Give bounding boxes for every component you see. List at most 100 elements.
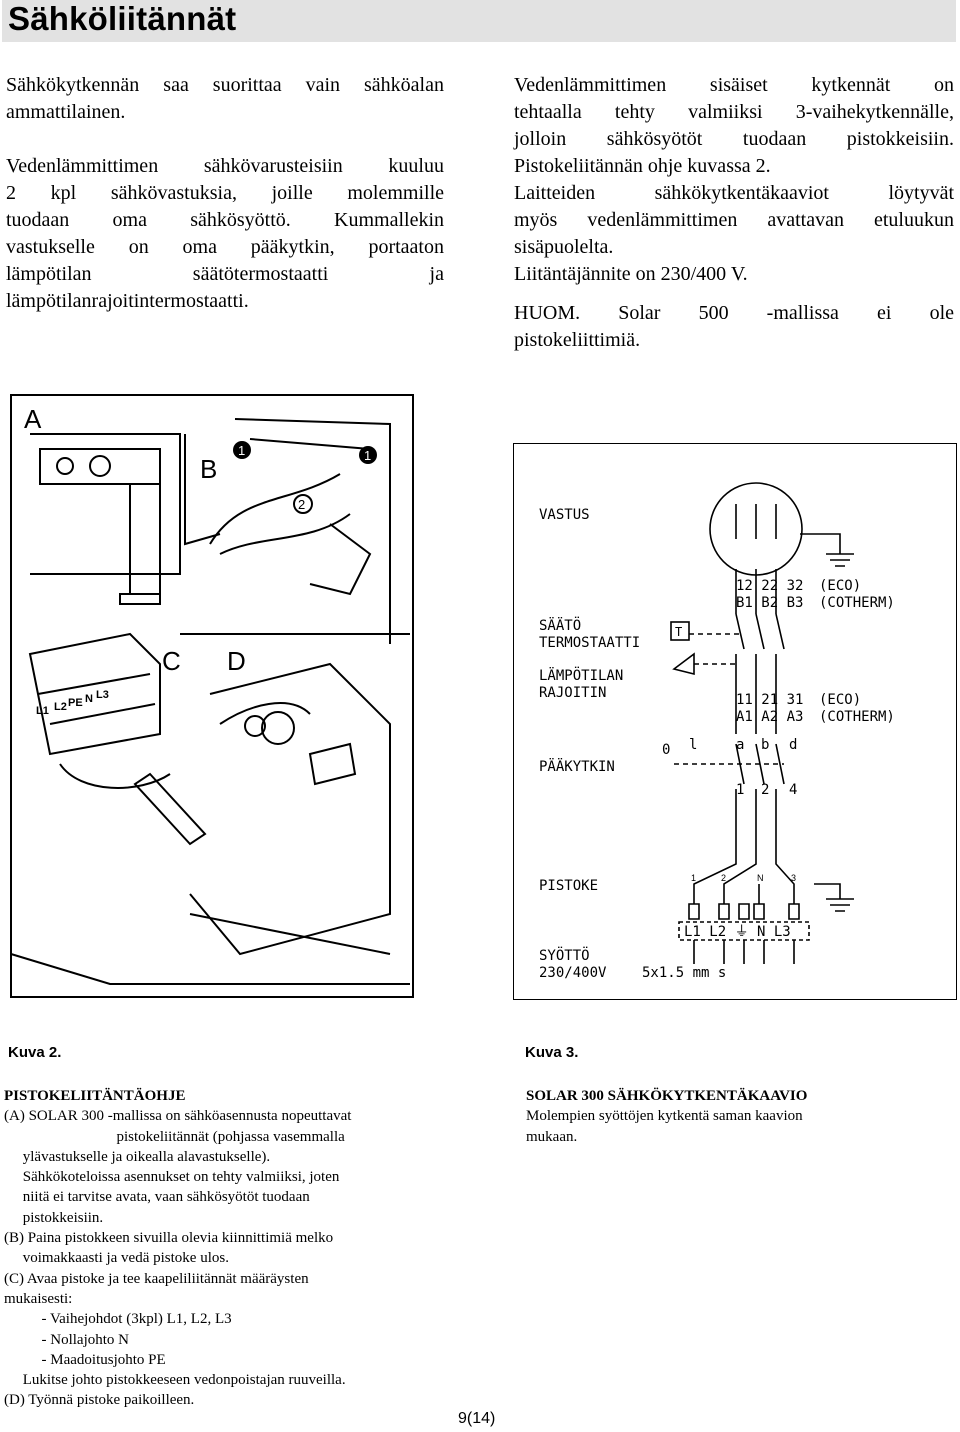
right-para-1-line-1: Vedenlämmittimen sisäiset kytkennät on bbox=[514, 74, 954, 96]
label-switch-a: a bbox=[736, 737, 744, 753]
right-para-3: Liitäntäjännite on 230/400 V. bbox=[514, 263, 748, 285]
label-switch-num-2: 2 bbox=[761, 782, 769, 798]
callout-1-right bbox=[359, 446, 377, 464]
label-switch-b: b bbox=[761, 737, 769, 753]
instruction-line-4: Sähkökoteloissa asennukset on tehty valm… bbox=[4, 1169, 340, 1186]
instruction-line-11: - Vaihejohdot (3kpl) L1, L2, L3 bbox=[4, 1311, 232, 1328]
label-a: A bbox=[24, 404, 42, 434]
hand-outline-2 bbox=[219, 513, 351, 555]
label-pistoke: PISTOKE bbox=[539, 878, 598, 894]
knob-1 bbox=[56, 457, 74, 475]
terminal-l3: L3 bbox=[96, 689, 109, 701]
pin-n: N bbox=[757, 873, 764, 883]
label-b: B bbox=[200, 454, 217, 484]
callout-1-left-text: 1 bbox=[238, 443, 245, 458]
limiter-symbol bbox=[672, 652, 695, 676]
left-para-1-line-2: ammattilainen. bbox=[6, 101, 126, 123]
instruction-line-12: - Nollajohto N bbox=[4, 1331, 130, 1348]
label-syotto-2: 230/400V bbox=[539, 965, 607, 981]
right-para-2-line-1: Laitteiden sähkökytkentäkaaviot löytyvät bbox=[514, 182, 954, 204]
hand-outline bbox=[209, 473, 341, 545]
instruction-line-6: pistokkeisiin. bbox=[4, 1209, 104, 1226]
label-lampo-1: LÄMPÖTILAN bbox=[539, 666, 623, 684]
heater-leg bbox=[129, 484, 161, 595]
left-para-2-line-2: 2 kpl sähkövastuksia, joille molemmille bbox=[6, 182, 444, 204]
diagram-description: SOLAR 300 SÄHKÖKYTKENTÄKAAVIO Molempien … bbox=[526, 1086, 946, 1147]
right-para-1-line-4: Pistokeliitännän ohje kuvassa 2. bbox=[514, 155, 771, 177]
instruction-line-2: pistokeliitännät (pohjassa vasemmalla bbox=[4, 1128, 345, 1145]
terminal-l2: L2 bbox=[54, 701, 67, 713]
right-para-1-line-3: jolloin sähkösyötöt tuodaan pistokkeisii… bbox=[514, 128, 954, 150]
callout-1-right-text: 1 bbox=[364, 448, 371, 463]
base-foot bbox=[119, 593, 161, 605]
label-c: C bbox=[162, 646, 181, 676]
instructions-heading: PISTOKELIITÄNTÄOHJE bbox=[4, 1088, 186, 1104]
screwdriver bbox=[133, 772, 207, 846]
label-d: D bbox=[227, 646, 246, 676]
label-row2-eco-note: (ECO) bbox=[819, 692, 861, 708]
panel-b-rail bbox=[249, 438, 371, 450]
earth-symbol-top bbox=[826, 553, 854, 567]
diagram-line-1: Molempien syöttöjen kytkentä saman kaavi… bbox=[526, 1108, 803, 1125]
panel-b-edge bbox=[184, 434, 221, 546]
left-column: Sähkökytkennän saa suorittaa vain sähköa… bbox=[6, 72, 444, 315]
callout-1-left bbox=[233, 441, 251, 459]
callout-2-text: 2 bbox=[298, 497, 305, 512]
connector-d bbox=[308, 742, 357, 786]
plug-housing bbox=[28, 632, 161, 756]
diagram-line-2: mukaan. bbox=[526, 1128, 578, 1145]
figure-3-wiring-diagram: VASTUS 12 22 32 (ECO) B1 B2 B3 (COTHERM)… bbox=[513, 443, 957, 1000]
label-paakytkin: PÄÄKYTKIN bbox=[539, 757, 615, 775]
label-switch-0: 0 bbox=[662, 742, 670, 758]
caption-kuva-3: Kuva 3. bbox=[525, 1044, 579, 1061]
instruction-line-13: - Maadoitusjohto PE bbox=[4, 1351, 166, 1368]
callout-2 bbox=[293, 494, 313, 514]
label-cable: 5x1.5 mm s bbox=[642, 965, 726, 981]
right-para-1-line-2: tehtaalla tehty valmiiksi 3-vaihekytkenn… bbox=[514, 101, 954, 123]
label-terminals: L1 L2 ⏚ N L3 bbox=[684, 924, 791, 940]
right-para-2-line-3: sisäpuolelta. bbox=[514, 236, 614, 258]
label-row2-cotherm: A1 A2 A3 bbox=[736, 709, 803, 725]
label-row1-cotherm: B1 B2 B3 bbox=[736, 595, 803, 611]
label-vastus: VASTUS bbox=[539, 507, 590, 523]
figure-2-frame bbox=[10, 394, 414, 998]
instruction-line-3: ylävastukselle ja oikealla alavastuksell… bbox=[4, 1148, 271, 1165]
terminal-l1: L1 bbox=[36, 705, 49, 717]
instruction-line-15: (D) Työnnä pistoke paikoilleen. bbox=[4, 1392, 195, 1409]
knob-3 bbox=[244, 715, 266, 737]
label-switch-num-1: 1 bbox=[736, 782, 744, 798]
lower-housing-curve bbox=[219, 702, 311, 725]
label-row2-cotherm-note: (COTHERM) bbox=[819, 709, 895, 725]
left-para-2-line-1: Vedenlämmittimen sähkövarusteisiin kuulu… bbox=[6, 155, 444, 177]
panel-b-box bbox=[234, 418, 391, 644]
instruction-line-14: Lukitse johto pistokkeeseen vedonpoistaj… bbox=[4, 1372, 346, 1389]
instruction-line-8: voimakkaasti ja vedä pistoke ulos. bbox=[4, 1250, 229, 1267]
right-para-2-line-2: myös vedenlämmittimen avattavan etuluuku… bbox=[514, 209, 954, 231]
label-switch-l: l bbox=[689, 737, 697, 753]
label-row1-eco: 12 22 32 bbox=[736, 578, 803, 594]
instruction-line-7: (B) Paina pistokkeen sivuilla olevia kii… bbox=[4, 1230, 334, 1247]
wiring-schematic: VASTUS 12 22 32 (ECO) B1 B2 B3 (COTHERM)… bbox=[539, 482, 895, 981]
label-switch-num-4: 4 bbox=[789, 782, 797, 798]
page-number: 9(14) bbox=[458, 1410, 496, 1427]
pin-1: 1 bbox=[691, 873, 696, 883]
left-para-2-line-4: vastukselle on oma pääkytkin, portaaton bbox=[6, 236, 444, 258]
label-row1-eco-note: (ECO) bbox=[819, 578, 861, 594]
earth-symbol-bottom bbox=[826, 898, 854, 912]
pin-3: 3 bbox=[791, 873, 796, 883]
plug-cover bbox=[59, 763, 171, 789]
knob-4 bbox=[261, 711, 295, 745]
pin-2: 2 bbox=[721, 873, 726, 883]
lower-housing bbox=[189, 662, 391, 956]
label-row2-eco: 11 21 31 bbox=[736, 692, 803, 708]
valve-outline bbox=[309, 523, 372, 596]
label-saato-1: SÄÄTÖ bbox=[539, 616, 581, 634]
instruction-line-1: (A) SOLAR 300 -mallissa on sähköasennust… bbox=[4, 1108, 352, 1125]
left-para-1-line-1: Sähkökytkennän saa suorittaa vain sähköa… bbox=[6, 74, 444, 96]
caption-kuva-2: Kuva 2. bbox=[8, 1044, 62, 1061]
heater-upper-body bbox=[30, 433, 181, 575]
figure-2-illustration: A B C D 1 1 2 L1 L2 PE N L3 bbox=[10, 394, 414, 998]
instruction-line-9: (C) Avaa pistoke ja tee kaapeliliitännät… bbox=[4, 1270, 309, 1287]
instruction-line-10: mukaisesti: bbox=[4, 1290, 73, 1307]
right-para-4-line-1: HUOM. Solar 500 -mallissa ei ole bbox=[514, 302, 954, 324]
